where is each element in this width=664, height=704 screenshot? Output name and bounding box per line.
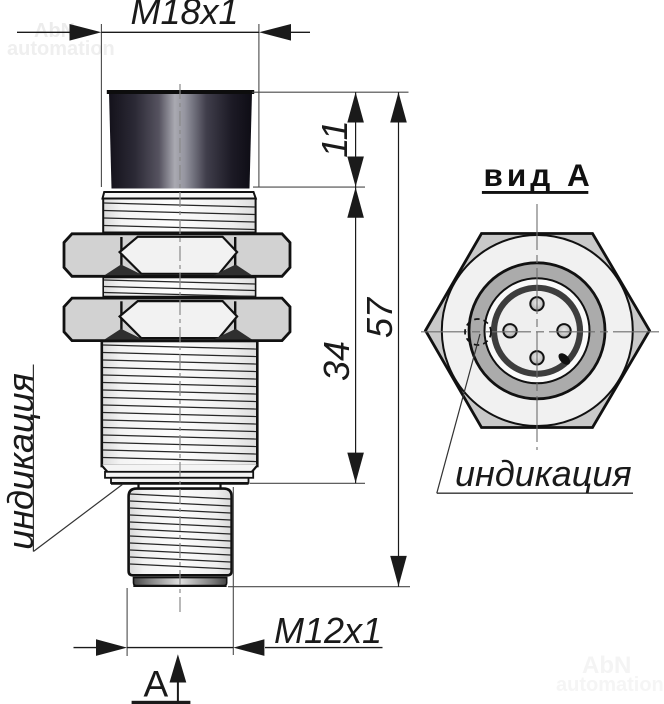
svg-text:индикация: индикация bbox=[0, 373, 41, 550]
svg-text:A: A bbox=[144, 664, 169, 704]
svg-text:индикация: индикация bbox=[455, 453, 632, 494]
svg-text:automation: automation bbox=[7, 38, 115, 60]
svg-text:AbN: AbN bbox=[582, 652, 631, 679]
svg-text:34: 34 bbox=[316, 341, 357, 381]
svg-text:M18x1: M18x1 bbox=[130, 0, 238, 32]
svg-text:57: 57 bbox=[359, 296, 400, 338]
svg-text:M12x1: M12x1 bbox=[274, 610, 382, 651]
svg-text:вид А: вид А bbox=[484, 157, 594, 193]
svg-text:11: 11 bbox=[314, 120, 355, 157]
svg-text:automation: automation bbox=[556, 674, 664, 696]
svg-text:AbN: AbN bbox=[34, 20, 75, 42]
